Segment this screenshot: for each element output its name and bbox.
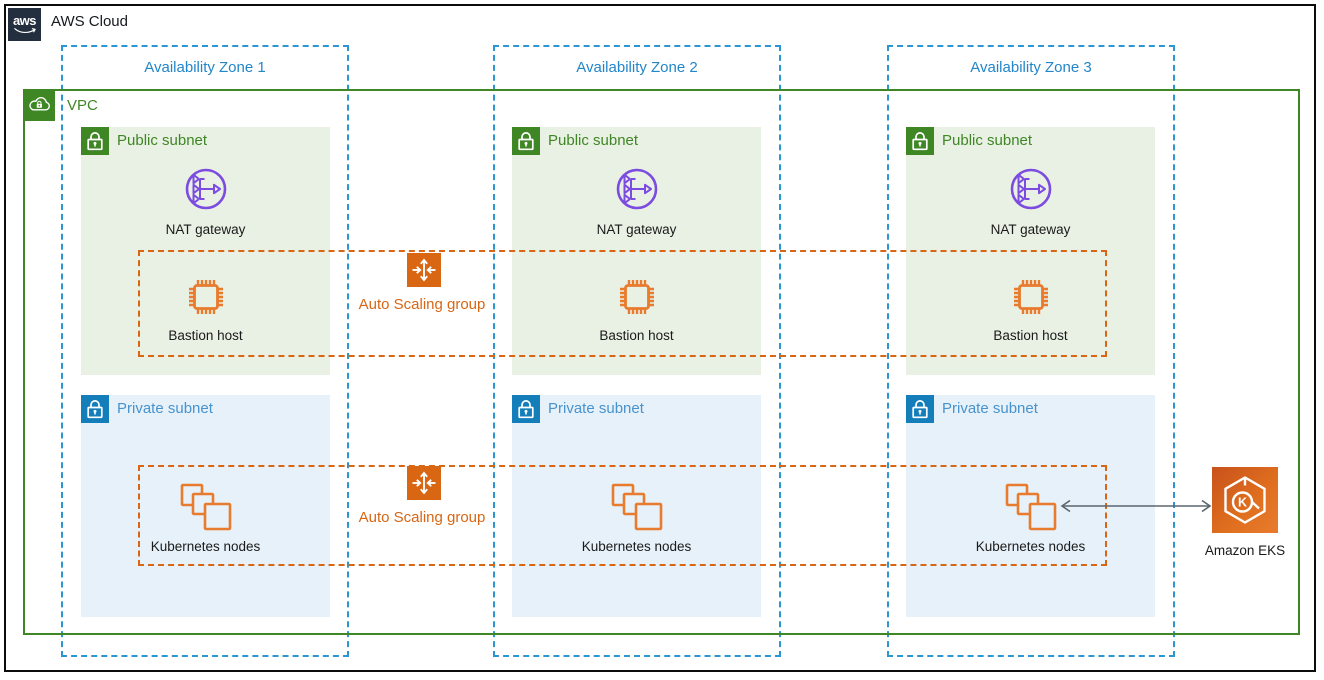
vpc-cloud-icon <box>23 89 55 121</box>
aws-cloud-title: AWS Cloud <box>51 13 128 30</box>
kubernetes-nodes-label: Kubernetes nodes <box>581 539 692 554</box>
private-subnet-az2: Private subnet Kubernetes nodes <box>512 395 761 617</box>
private-subnet-az1: Private subnet Kubernetes nodes <box>81 395 330 617</box>
vpc-label: VPC <box>67 97 98 114</box>
private-subnet-label: Private subnet <box>117 400 213 417</box>
auto-scaling-group-label: Auto Scaling group <box>358 509 486 526</box>
vpc-group <box>23 89 1300 635</box>
private-subnet-lock-icon <box>81 395 109 423</box>
bastion-host-label: Bastion host <box>993 328 1068 343</box>
public-subnet-lock-icon <box>81 127 109 155</box>
availability-zone-2: Availability Zone 2 <box>493 45 781 657</box>
bastion-host-icon <box>614 274 660 320</box>
kubernetes-nodes-label: Kubernetes nodes <box>150 539 261 554</box>
auto-scaling-group-label: Auto Scaling group <box>358 296 486 313</box>
aws-logo-text: aws <box>12 12 37 28</box>
availability-zone-1: Availability Zone 1 <box>61 45 349 657</box>
bastion-host-label: Bastion host <box>599 328 674 343</box>
k8s-eks-connection-arrow <box>1060 499 1212 513</box>
auto-scaling-icon <box>407 466 441 500</box>
private-subnet-lock-icon <box>906 395 934 423</box>
aws-smile-icon <box>13 27 36 33</box>
amazon-eks-label: Amazon EKS <box>1204 543 1286 558</box>
auto-scaling-group-private <box>138 465 1107 566</box>
amazon-eks-icon: K <box>1212 467 1278 533</box>
nat-gateway-icon <box>614 166 660 212</box>
kubernetes-nodes-icon <box>179 483 233 533</box>
public-subnet-label: Public subnet <box>117 132 208 149</box>
public-subnet-label: Public subnet <box>942 132 1033 149</box>
private-subnet-label: Private subnet <box>942 400 1038 417</box>
kubernetes-nodes-label: Kubernetes nodes <box>975 539 1086 554</box>
nat-gateway-icon <box>1008 166 1054 212</box>
kubernetes-nodes-icon <box>610 483 664 533</box>
public-subnet-lock-icon <box>512 127 540 155</box>
nat-gateway-label: NAT gateway <box>990 222 1071 237</box>
bastion-host-label: Bastion host <box>168 328 243 343</box>
public-subnet-lock-icon <box>906 127 934 155</box>
availability-zone-3: Availability Zone 3 <box>887 45 1175 657</box>
private-subnet-lock-icon <box>512 395 540 423</box>
nat-gateway-label: NAT gateway <box>165 222 246 237</box>
availability-zone-2-label: Availability Zone 2 <box>576 59 698 76</box>
aws-logo-icon: aws <box>8 8 41 41</box>
bastion-host-icon <box>1008 274 1054 320</box>
eks-k-letter: K <box>1238 496 1247 510</box>
auto-scaling-icon <box>407 253 441 287</box>
nat-gateway-icon <box>183 166 229 212</box>
auto-scaling-group-public <box>138 250 1107 357</box>
aws-cloud-group <box>4 4 1316 672</box>
nat-gateway-label: NAT gateway <box>596 222 677 237</box>
public-subnet-label: Public subnet <box>548 132 639 149</box>
bastion-host-icon <box>183 274 229 320</box>
availability-zone-1-label: Availability Zone 1 <box>144 59 266 76</box>
availability-zone-3-label: Availability Zone 3 <box>970 59 1092 76</box>
private-subnet-label: Private subnet <box>548 400 644 417</box>
kubernetes-nodes-icon <box>1004 483 1058 533</box>
